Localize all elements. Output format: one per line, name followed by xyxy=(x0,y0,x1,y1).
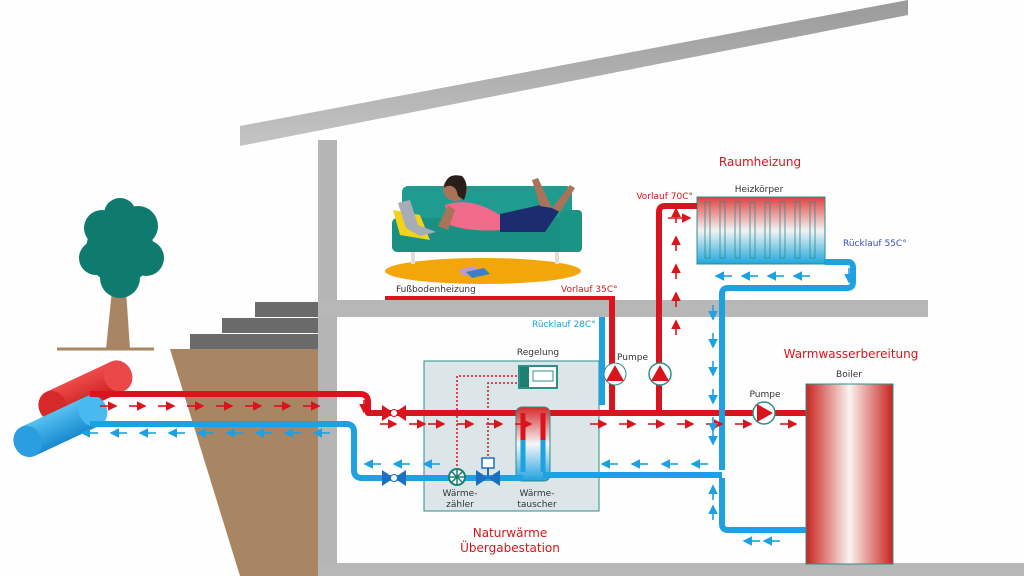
outer-wall xyxy=(318,140,337,576)
radiator-fin xyxy=(809,201,816,259)
radiator-fin xyxy=(764,201,771,259)
person-arm xyxy=(438,205,455,230)
upper-floor-slab xyxy=(318,300,928,317)
pump-radiator-icon xyxy=(648,362,672,386)
boiler xyxy=(805,383,894,565)
sofa-leg-right xyxy=(555,250,559,264)
laptop-icon xyxy=(398,200,436,236)
control-valve-icon xyxy=(476,457,500,486)
pump-floor-icon xyxy=(603,362,627,386)
step-3 xyxy=(255,302,318,317)
tree-trunk xyxy=(106,290,130,349)
radiator-fin xyxy=(779,201,786,259)
control-signal-lines xyxy=(456,375,520,474)
vorlauf-70-label: Vorlauf 70C° xyxy=(636,192,693,202)
cold-pipes xyxy=(90,259,856,533)
cold-radiator-return xyxy=(719,259,856,470)
hot-main-from-ground xyxy=(90,391,808,416)
ground-collectors xyxy=(13,360,133,458)
heat-meter-icon xyxy=(448,468,466,486)
radiator-fin xyxy=(794,201,801,259)
valve-cold-icon xyxy=(382,470,406,486)
earth-embankment xyxy=(170,349,318,576)
radiator-fin xyxy=(749,201,756,259)
warmwasser-title: Warmwasserbereitung xyxy=(784,347,919,361)
raumheizung-title: Raumheizung xyxy=(719,155,801,169)
tree-crown xyxy=(79,198,164,298)
living-room-scene xyxy=(385,175,582,284)
pumpe-1-label: Pumpe xyxy=(617,353,648,363)
underfloor-heating-pipe xyxy=(385,296,615,300)
sofa-armrest-right xyxy=(560,210,582,252)
transfer-station-box xyxy=(423,360,600,512)
hot-riser-radiator xyxy=(656,203,697,413)
person-torso xyxy=(445,202,500,231)
flow-arrows xyxy=(80,207,854,546)
vorlauf-35-label: Vorlauf 35C° xyxy=(561,285,618,295)
radiator-fin xyxy=(719,201,726,259)
waermetauscher-label-2: tauscher xyxy=(517,500,557,510)
waermezaehler-label-1: Wärme- xyxy=(443,489,478,499)
radiator-fin xyxy=(704,201,711,259)
person-hair xyxy=(444,175,467,200)
sofa-leg-left xyxy=(411,250,415,264)
station-title-1: Naturwärme xyxy=(473,526,548,540)
fussbodenheizung-label: Fußbodenheizung xyxy=(396,285,476,295)
cold-main-to-ground xyxy=(90,421,523,481)
pump-boiler-icon xyxy=(752,401,776,425)
books-icon xyxy=(458,266,490,278)
radiator-fin xyxy=(734,201,741,259)
person-legs xyxy=(500,205,560,232)
person-leg-lower xyxy=(532,178,575,212)
roof xyxy=(240,0,908,146)
collector-cold-icon xyxy=(13,395,108,458)
ruecklauf-55-label: Rücklauf 55C° xyxy=(843,239,907,249)
controller-icon xyxy=(518,365,558,389)
boiler-label: Boiler xyxy=(836,370,862,380)
waermezaehler-label-2: zähler xyxy=(446,500,474,510)
valve-hot-icon xyxy=(382,405,406,421)
building xyxy=(240,0,1024,576)
radiator-fins xyxy=(704,201,816,259)
step-1 xyxy=(190,334,318,349)
pumpe-2-label: Pumpe xyxy=(750,390,781,400)
station-title-2: Übergabestation xyxy=(460,539,560,555)
hx-cold-loop xyxy=(520,440,546,472)
ruecklauf-28-label: Rücklauf 28C° xyxy=(532,320,596,330)
heizkoerper-label: Heizkörper xyxy=(735,185,784,195)
radiator xyxy=(696,196,826,265)
step-2 xyxy=(222,318,318,333)
regelung-label: Regelung xyxy=(517,348,559,358)
cold-boiler-return xyxy=(719,478,808,533)
waermetauscher-label-1: Wärme- xyxy=(520,489,555,499)
basement-floor xyxy=(318,563,1024,576)
